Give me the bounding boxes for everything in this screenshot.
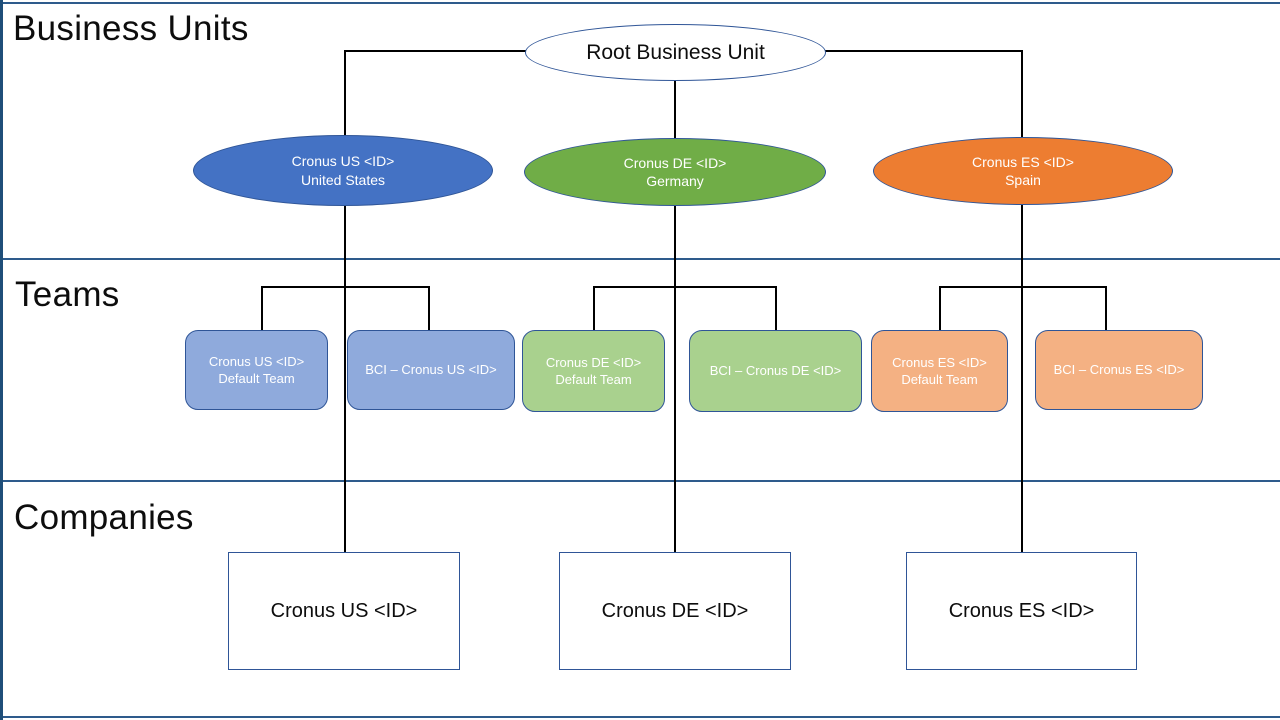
connector-de-teams-bracket (593, 286, 777, 288)
section-title-business-units: Business Units (13, 9, 249, 48)
node-company-es-label: Cronus ES <ID> (948, 599, 1095, 622)
node-de-line1: Cronus DE <ID> (623, 154, 727, 171)
connector-de-team1-drop (593, 286, 595, 330)
node-team-us-default-line1: Cronus US <ID> (208, 353, 305, 369)
node-business-unit-cronus-us[interactable]: Cronus US <ID> United States (193, 135, 493, 206)
node-us-line2: United States (300, 171, 386, 188)
section-divider-bottom (3, 716, 1280, 718)
node-team-bci-cronus-us[interactable]: BCI – Cronus US <ID> (347, 330, 515, 410)
node-company-de-label: Cronus DE <ID> (601, 599, 749, 622)
node-root-label: Root Business Unit (586, 40, 765, 64)
connector-es-team1-drop (939, 286, 941, 330)
connector-us-team2-drop (428, 286, 430, 330)
node-team-us-default[interactable]: Cronus US <ID> Default Team (185, 330, 328, 410)
node-company-cronus-es[interactable]: Cronus ES <ID> (906, 552, 1137, 670)
node-team-de-default[interactable]: Cronus DE <ID> Default Team (522, 330, 665, 412)
node-team-bci-us-line1: BCI – Cronus US <ID> (365, 362, 497, 378)
connector-es-spine (1021, 50, 1023, 553)
connector-root-to-es-horizontal (825, 50, 1022, 52)
node-team-es-default-line2: Default Team (901, 372, 978, 387)
connector-es-teams-bracket (939, 286, 1106, 288)
node-team-us-default-line2: Default Team (218, 371, 295, 386)
node-team-bci-cronus-de[interactable]: BCI – Cronus DE <ID> (689, 330, 862, 412)
connector-us-team1-drop (261, 286, 263, 330)
node-team-de-default-line2: Default Team (555, 372, 632, 387)
node-es-line1: Cronus ES <ID> (972, 153, 1074, 170)
node-team-bci-cronus-es[interactable]: BCI – Cronus ES <ID> (1035, 330, 1203, 410)
connector-us-teams-bracket (261, 286, 430, 288)
node-root-business-unit[interactable]: Root Business Unit (525, 24, 826, 81)
node-company-cronus-de[interactable]: Cronus DE <ID> (559, 552, 791, 670)
node-es-line2: Spain (1005, 172, 1041, 188)
node-team-es-default-line1: Cronus ES <ID> (892, 354, 987, 370)
node-team-es-default[interactable]: Cronus ES <ID> Default Team (871, 330, 1008, 412)
node-us-line1: Cronus US <ID> (291, 153, 395, 170)
section-divider-companies (3, 480, 1280, 482)
connector-us-spine (344, 50, 346, 553)
node-company-us-label: Cronus US <ID> (270, 599, 418, 622)
node-team-bci-es-line1: BCI – Cronus ES <ID> (1053, 362, 1185, 378)
section-title-teams: Teams (15, 275, 120, 314)
section-divider-top (3, 2, 1280, 4)
node-company-cronus-us[interactable]: Cronus US <ID> (228, 552, 460, 670)
node-team-bci-de-line1: BCI – Cronus DE <ID> (709, 363, 842, 379)
connector-root-to-us-horizontal (344, 50, 526, 52)
node-business-unit-cronus-de[interactable]: Cronus DE <ID> Germany (524, 138, 826, 206)
connector-de-spine (674, 78, 676, 553)
node-business-unit-cronus-es[interactable]: Cronus ES <ID> Spain (873, 137, 1173, 205)
node-team-de-default-line1: Cronus DE <ID> (545, 354, 642, 370)
connector-de-team2-drop (775, 286, 777, 330)
connector-es-team2-drop (1105, 286, 1107, 330)
section-title-companies: Companies (14, 498, 194, 537)
node-de-line2: Germany (646, 173, 704, 189)
section-divider-teams (3, 258, 1280, 260)
